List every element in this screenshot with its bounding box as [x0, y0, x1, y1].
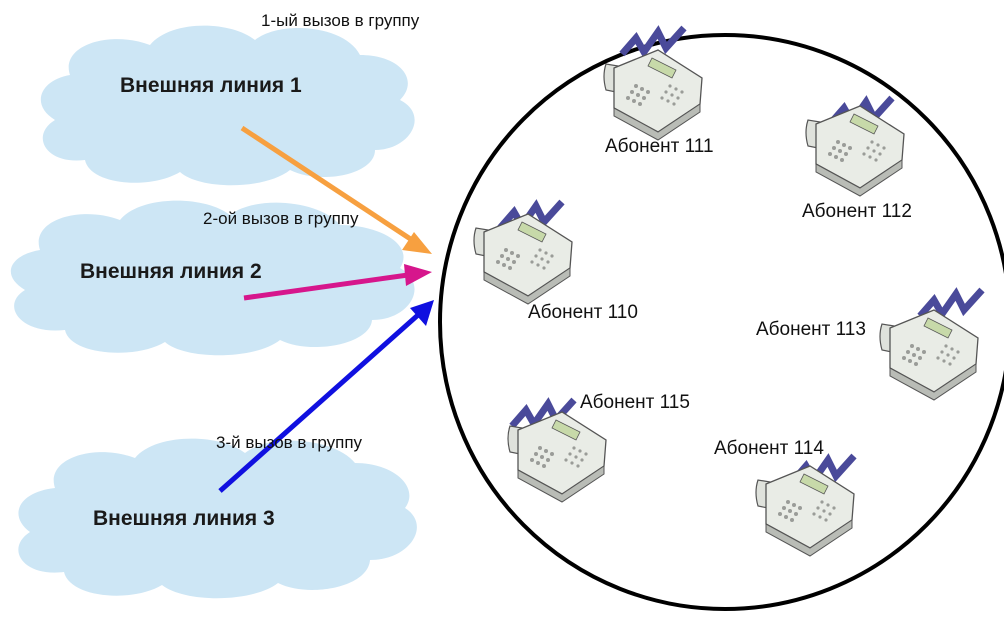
call-3-label: 3-й вызов в группу: [216, 433, 363, 452]
arrow-call-1: [240, 125, 432, 254]
call-group-circle: [438, 33, 1004, 611]
cloud-icon-line-1: [40, 25, 415, 186]
external-line-2-label: Внешняя линия 2: [80, 260, 262, 283]
desk-phone-icon-110: [473, 213, 573, 305]
arrow-call-2: [243, 264, 432, 301]
desk-phone-icon-113: [879, 309, 979, 401]
cloud-icon-line-2: [10, 200, 415, 356]
subscriber-113-label: Абонент 113: [756, 319, 866, 340]
cloud-icon-line-3: [18, 438, 417, 599]
subscriber-115-label: Абонент 115: [580, 392, 690, 413]
call-2-label: 2-ой вызов в группу: [203, 209, 359, 228]
subscriber-112-label: Абонент 112: [802, 201, 912, 222]
call-1-label: 1-ый вызов в группу: [261, 11, 420, 30]
subscriber-111-label: Абонент 111: [605, 136, 714, 157]
subscriber-110-label: Абонент 110: [528, 302, 638, 323]
arrow-call-3: [218, 300, 434, 493]
desk-phone-icon-114: [755, 465, 855, 557]
desk-phone-icon-111: [603, 49, 703, 141]
external-line-3-label: Внешняя линия 3: [93, 507, 275, 530]
subscriber-114-label: Абонент 114: [714, 438, 824, 459]
desk-phone-icon-112: [805, 105, 905, 197]
external-line-1-label: Внешняя линия 1: [120, 74, 302, 97]
desk-phone-icon-115: [507, 411, 607, 503]
